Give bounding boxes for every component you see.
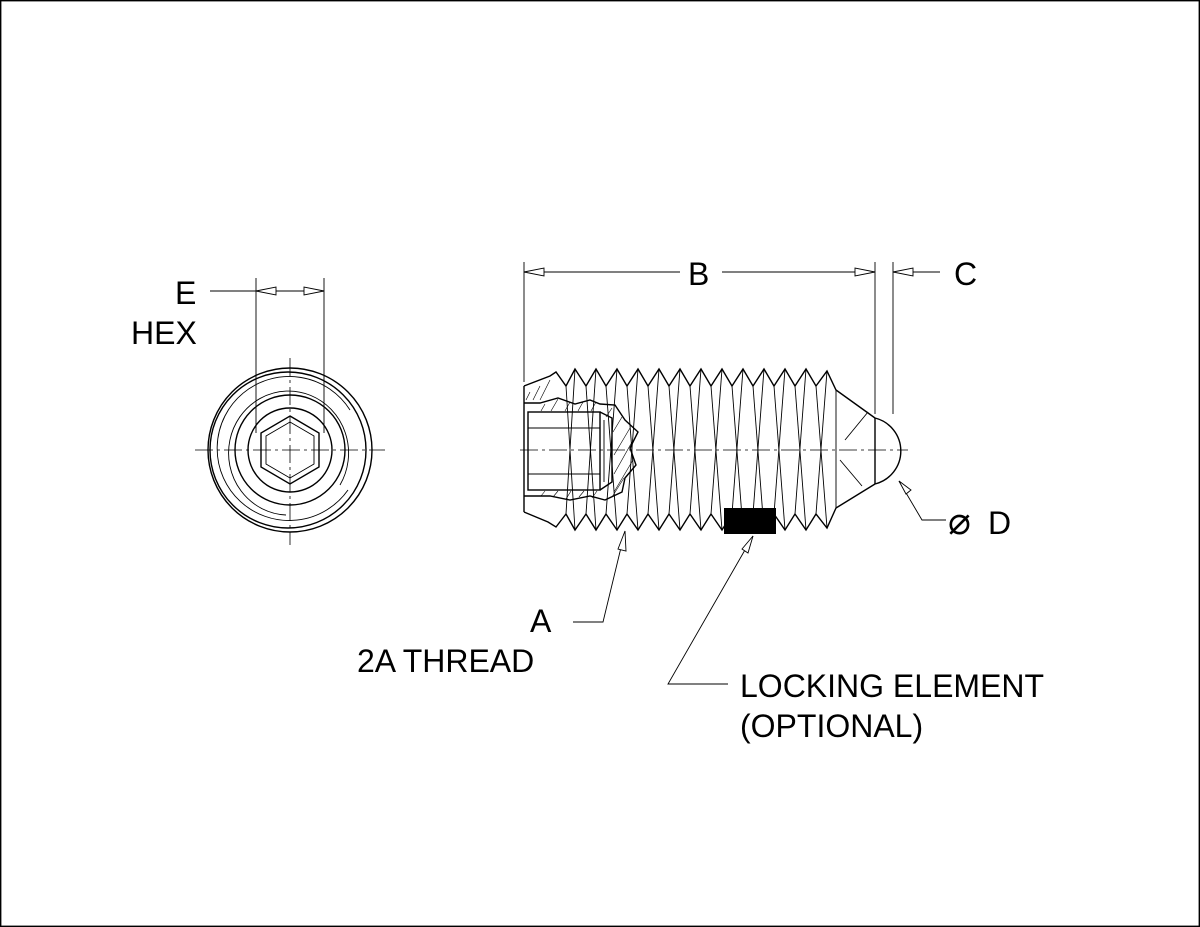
locking-element-label: LOCKING ELEMENT <box>740 668 1045 704</box>
a-label: A <box>530 603 552 639</box>
end-view <box>195 278 385 545</box>
side-view <box>520 262 946 685</box>
locking-element <box>724 508 776 534</box>
broken-out-section <box>524 379 639 501</box>
c-label: C <box>954 256 978 292</box>
end-chamfer-detail-1 <box>839 459 863 487</box>
hex-socket-section <box>527 411 601 491</box>
c-arrow <box>892 267 914 277</box>
ball <box>874 417 902 485</box>
e-arrow-left <box>255 286 277 296</box>
locking-arrow <box>741 535 754 554</box>
b-arrow-left <box>523 267 545 277</box>
d-arrow <box>898 480 912 495</box>
section-break-outline <box>524 397 639 501</box>
a-arrow <box>617 530 627 552</box>
a-leader <box>573 530 626 623</box>
end-chamfer-detail-2 <box>844 411 869 441</box>
optional-label: (OPTIONAL) <box>740 708 924 744</box>
e-label: E <box>175 275 197 311</box>
diameter-symbol: ⌀ <box>948 501 971 543</box>
e-arrow-right <box>303 286 325 296</box>
d-label: D <box>988 505 1012 541</box>
hex-label: HEX <box>131 315 197 351</box>
thread-label: 2A THREAD <box>357 643 535 679</box>
b-arrow-right <box>854 267 876 277</box>
end-view-thread-spiral <box>216 376 351 521</box>
thread-crests <box>565 368 828 531</box>
end-view-thread-spiral-inner <box>228 390 350 516</box>
socket-bottom-cone <box>599 411 613 491</box>
locking-leader <box>667 535 754 685</box>
b-label: B <box>688 256 710 292</box>
section-hatching <box>525 379 634 500</box>
